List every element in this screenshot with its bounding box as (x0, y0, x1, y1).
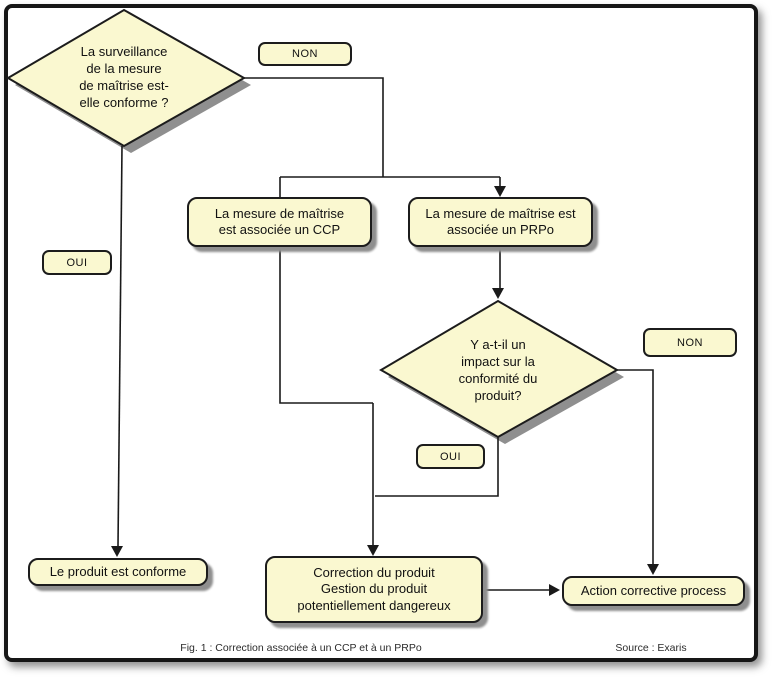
edge-non-from-surveillance (244, 77, 384, 177)
edge-oui-impact-to-correction (375, 437, 499, 497)
node-action-corrective-text: Action corrective process (580, 582, 727, 598)
edge-label-oui-left: OUI (42, 250, 112, 275)
node-correction-produit: Correction du produit Gestion du produit… (265, 556, 483, 623)
decision-impact-label: Y a-t-il un impact sur la conformité du … (403, 332, 593, 410)
edge-label-oui-left-text: OUI (66, 256, 88, 269)
arrow-into-action-left (549, 584, 560, 596)
node-mesure-prpo-text: La mesure de maîtrise est associée un PR… (425, 205, 576, 237)
decision-surveillance-label: La surveillance de la mesure de maîtrise… (29, 36, 219, 120)
arrowheads (111, 186, 659, 596)
decision-surveillance-shape (6, 8, 247, 148)
node-mesure-ccp: La mesure de maîtrise est associée un CC… (187, 197, 372, 247)
figure-caption: Fig. 1 : Correction associée à un CCP et… (180, 642, 422, 654)
decision-surveillance-text: La surveillance de la mesure de maîtrise… (79, 44, 169, 110)
edge-label-oui-mid-text: OUI (439, 450, 462, 463)
node-correction-produit-text: Correction du produit Gestion du produit… (297, 565, 451, 613)
edge-label-oui-mid: OUI (416, 444, 485, 469)
node-action-corrective: Action corrective process (562, 576, 745, 606)
arrow-into-impact (492, 288, 504, 299)
edge-non-impact-to-action (617, 369, 654, 564)
edge-oui-to-conforme (117, 145, 123, 547)
node-produit-conforme: Le produit est conforme (28, 558, 208, 586)
decision-impact-text: Y a-t-il un impact sur la conformité du … (458, 337, 538, 403)
arrow-into-prpo (494, 186, 506, 197)
edge-label-non-right-text: NON (677, 336, 703, 349)
edge-label-non-top: NON (258, 42, 352, 66)
edge-ccp-to-correction (279, 247, 373, 404)
figure-source: Source : Exaris (615, 642, 687, 654)
edge-label-non-top-text: NON (292, 48, 318, 60)
node-produit-conforme-text: Le produit est conforme (49, 563, 187, 579)
decision-impact-shape (379, 299, 620, 439)
arrow-into-correction (367, 545, 379, 556)
flow-lines (117, 77, 654, 591)
arrow-into-conforme (111, 546, 123, 557)
node-mesure-prpo: La mesure de maîtrise est associée un PR… (408, 197, 593, 247)
node-mesure-ccp-text: La mesure de maîtrise est associée un CC… (214, 205, 345, 237)
arrow-into-action-top (647, 564, 659, 575)
edge-label-non-right: NON (643, 328, 737, 357)
